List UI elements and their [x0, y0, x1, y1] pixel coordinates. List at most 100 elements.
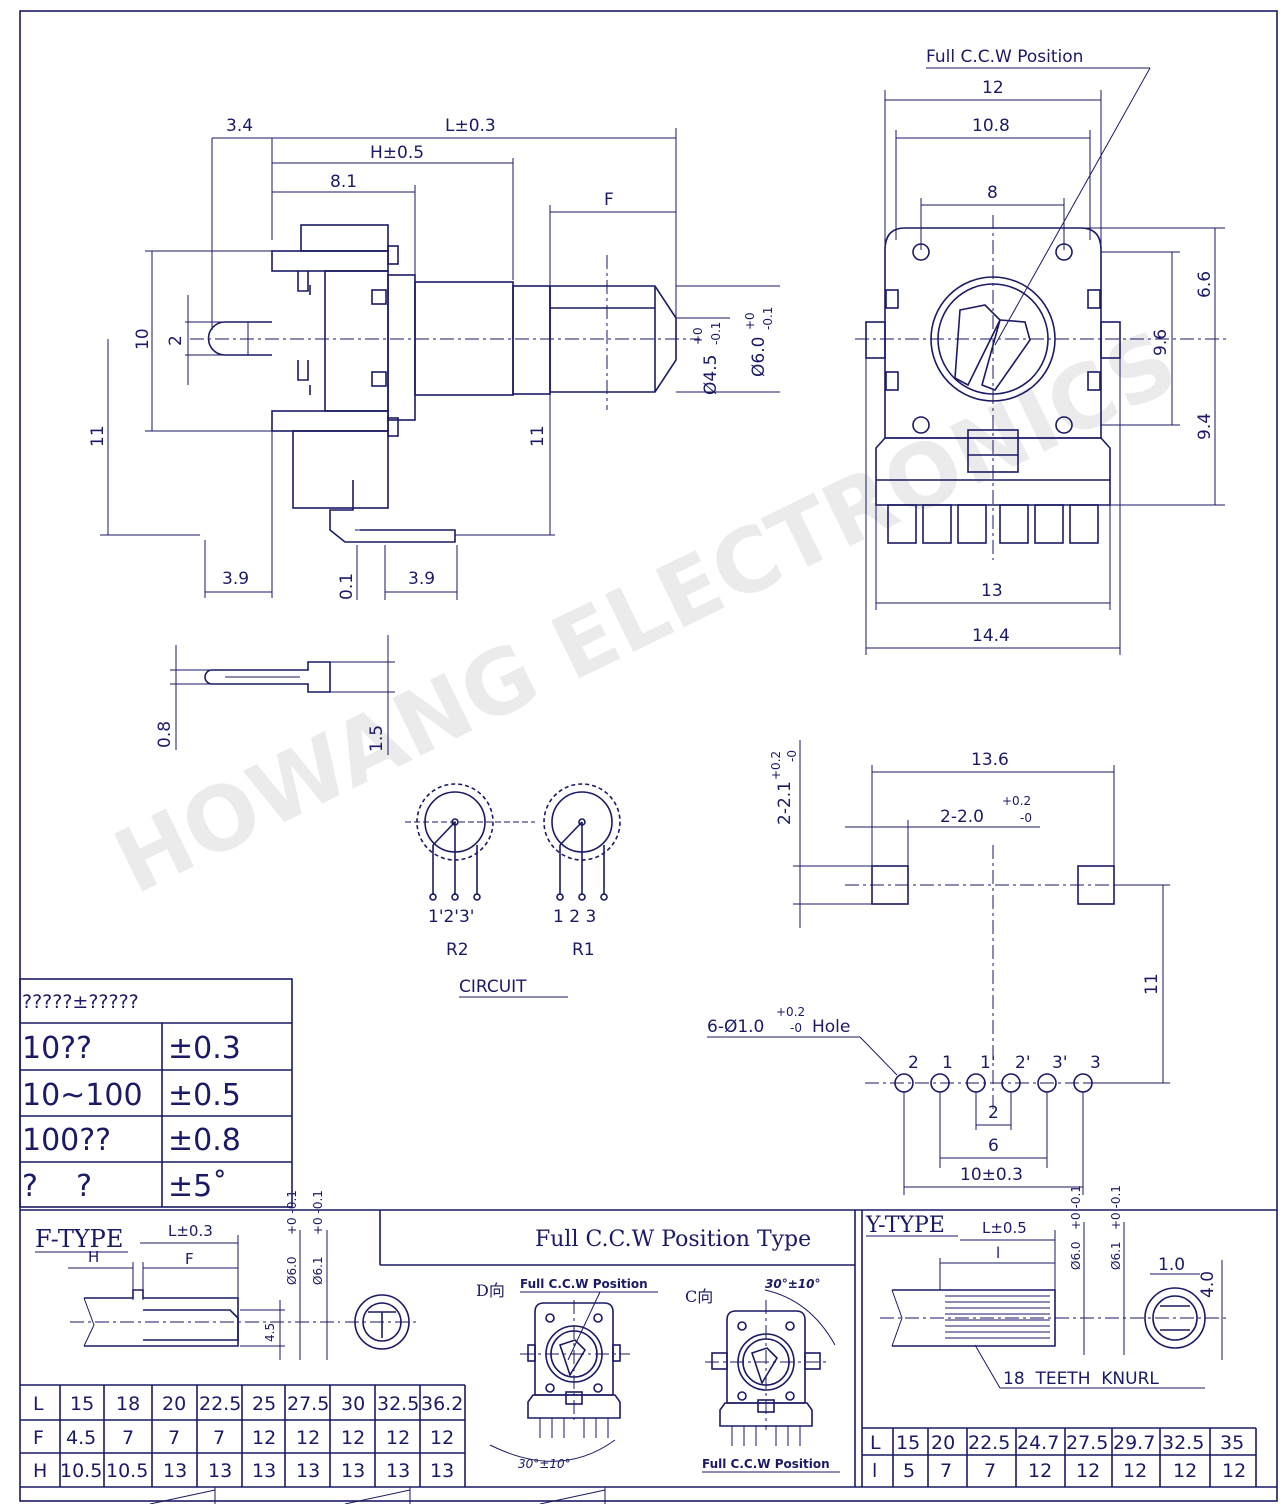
ccw-c-angle: 30°±10° [765, 1277, 820, 1291]
circuit-r1-pins: 1 2 3 [553, 907, 596, 927]
ccw-type: Full C.C.W Position Type D向 Full C.C.W P… [476, 1227, 840, 1473]
y-table-cell: 12 [1028, 1460, 1052, 1482]
pcb-dim-10: 10±0.3 [960, 1165, 1023, 1185]
y-table-row-label: L [870, 1432, 881, 1454]
f-type-table: L F H 15 18 20 22.5 25 27.5 30 32.5 36.2… [20, 1384, 466, 1487]
pcb-hole-tol2: -0 [790, 1021, 802, 1035]
f-type-phi60: Ø6.0 [285, 1256, 299, 1285]
f-table-row-label: F [33, 1427, 44, 1449]
y-type-phi60-tol: +0 -0.1 [1069, 1185, 1083, 1230]
y-table-cell: 24.7 [1017, 1432, 1059, 1454]
y-table-cell: 27.5 [1066, 1432, 1108, 1454]
f-table-row-label: L [33, 1393, 44, 1415]
pcb-hole-spec: 6-Ø1.0 [707, 1017, 764, 1037]
y-type-l: l [996, 1244, 1000, 1262]
tolerance-value: ±0.8 [168, 1123, 241, 1158]
tolerance-value: ±5˚ [168, 1169, 227, 1204]
f-table-cell: 12 [252, 1427, 276, 1449]
y-type-knurl-label: 18 TEETH KNURL [1003, 1369, 1159, 1389]
y-table-cell: 12 [1123, 1460, 1147, 1482]
dim-0-1: 0.1 [337, 573, 357, 600]
pin-detail: 0.8 1.5 [155, 635, 395, 755]
f-type-phi61: Ø6.1 [311, 1256, 325, 1285]
tolerance-value: ±0.3 [168, 1031, 241, 1066]
dim-1-5: 1.5 [367, 725, 387, 752]
f-table-cell: 20 [162, 1393, 186, 1415]
ccw-d-pot [520, 1300, 630, 1438]
f-table-cell: 36.2 [421, 1393, 463, 1415]
pcb-slot-width-tol: +0.2 [1002, 794, 1031, 808]
ccw-d-callout: Full C.C.W Position [520, 1277, 648, 1291]
dim-0-8: 0.8 [155, 721, 175, 748]
f-table-cell: 15 [70, 1393, 94, 1415]
f-type-phi60-tol: +0 -0.1 [285, 1190, 299, 1235]
y-type-phi60: Ø6.0 [1069, 1241, 1083, 1270]
dim-phi-6-0-tol-up: +0 [743, 312, 757, 330]
pcb-pin-label: 2 [908, 1053, 919, 1073]
pcb-dim-13-6: 13.6 [971, 750, 1009, 770]
y-type-table: L l 15 20 22.5 24.7 27.5 29.7 32.5 35 5 … [862, 1427, 1257, 1487]
pcb-pin-label: 2' [1015, 1053, 1031, 1073]
dim-11-left: 11 [88, 425, 108, 447]
dim-H: H±0.5 [370, 143, 424, 163]
dim-6-6: 6.6 [1195, 271, 1215, 298]
f-table-cell: 4.5 [66, 1427, 96, 1449]
f-table-cell: 27.5 [287, 1393, 329, 1415]
y-table-cell: 12 [1173, 1460, 1197, 1482]
pcb-dim-6: 6 [988, 1136, 999, 1156]
y-table-cell: 7 [940, 1460, 952, 1482]
y-table-cell: 5 [903, 1460, 915, 1482]
y-table-cell: 12 [1076, 1460, 1100, 1482]
f-table-cell: 32.5 [377, 1393, 419, 1415]
dim-L: L±0.3 [445, 116, 496, 136]
dim-14-4: 14.4 [972, 626, 1010, 646]
f-table-cell: 12 [341, 1427, 365, 1449]
pcb-slot-height: 2-2.1 [775, 781, 795, 825]
y-table-cell: 35 [1220, 1432, 1244, 1454]
dim-13: 13 [981, 581, 1003, 601]
f-type-phi61-tol: +0 -0.1 [311, 1190, 325, 1235]
circuit-r2: 1'2'3' R2 [405, 783, 535, 960]
ccw-c-label: C向 [685, 1287, 713, 1306]
f-table-cell: 7 [168, 1427, 180, 1449]
pcb-hole-word: Hole [812, 1017, 850, 1037]
dim-3-4: 3.4 [226, 116, 253, 136]
front-view-pins [887, 504, 1099, 544]
pcb-pin-label: 3' [1052, 1053, 1068, 1073]
f-table-cell: 13 [430, 1460, 454, 1482]
dim-10: 10 [133, 328, 153, 350]
f-table-cell: 13 [252, 1460, 276, 1482]
circuit: 1'2'3' R2 1 2 3 R1 CIRCUIT [405, 783, 621, 998]
y-type-4-0: 4.0 [1198, 1271, 1218, 1298]
dim-11-mid: 11 [528, 425, 548, 447]
f-table-cell: 12 [386, 1427, 410, 1449]
f-table-cell: 22.5 [199, 1393, 241, 1415]
dim-8-1: 8.1 [330, 172, 357, 192]
circuit-r2-label: R2 [446, 940, 469, 960]
f-table-cell: 13 [163, 1460, 187, 1482]
pcb-dim-2: 2 [988, 1103, 999, 1123]
dim-phi-4-5-tol-up: +0 [691, 327, 705, 345]
tolerance-range: 10?? [22, 1031, 92, 1066]
sheet-border [19, 10, 1278, 1502]
f-table-cell: 12 [430, 1427, 454, 1449]
pcb-dim-11: 11 [1142, 973, 1162, 995]
y-table-row-label: l [872, 1460, 877, 1482]
dim-12: 12 [982, 78, 1004, 98]
pcb-layout: 13.6 2-2.0 +0.2 -0 2-2.1 +0.2 -0 11 6-Ø1… [707, 740, 1170, 1195]
pcb-slot-height-tol: +0.2 [769, 751, 783, 780]
f-table-cell: 25 [252, 1393, 276, 1415]
pcb-pin-label: 3 [1090, 1053, 1101, 1073]
dim-3-9-left: 3.9 [222, 569, 249, 589]
circuit-r2-pins: 1'2'3' [428, 907, 474, 927]
circuit-r1: 1 2 3 R1 [543, 783, 621, 960]
f-table-cell: 13 [341, 1460, 365, 1482]
f-type-F: F [185, 1250, 194, 1268]
circuit-title: CIRCUIT [459, 977, 527, 997]
dim-phi-4-5: Ø4.5 [701, 355, 721, 395]
tolerance-table: ?????±????? 10?? ±0.3 10~100 ±0.5 100?? … [19, 978, 293, 1208]
ccw-c-pot [705, 1300, 828, 1446]
dim-9-6: 9.6 [1151, 329, 1171, 356]
front-view: Full C.C.W Position 12 10.8 8 [855, 47, 1230, 655]
